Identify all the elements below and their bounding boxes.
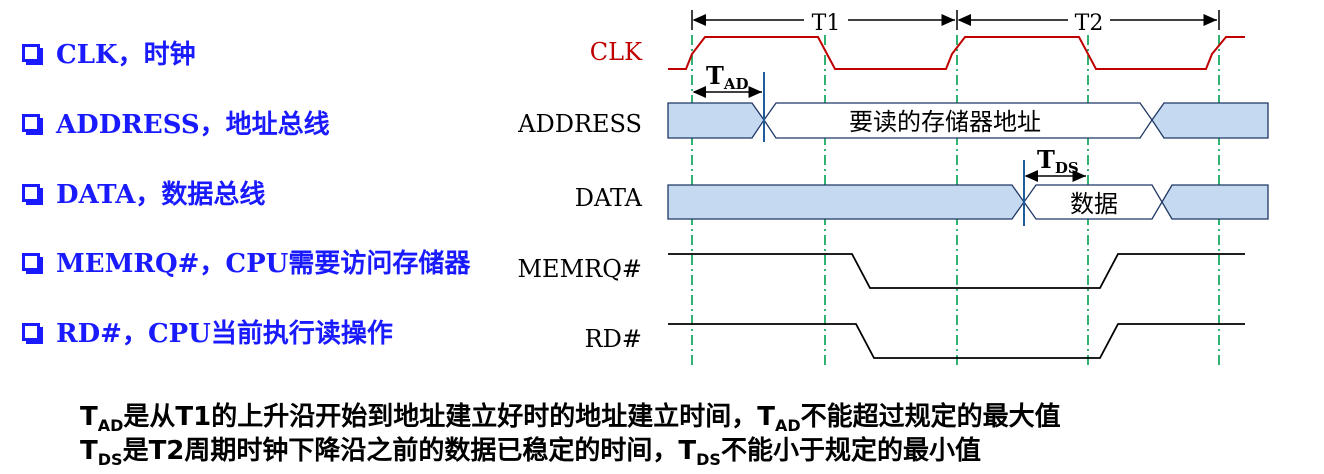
bullet-memrq-text: MEMRQ#，CPU需要访问存储器 [56,249,471,279]
tad-marker: TAD [692,61,765,142]
checkbox-icon [22,252,43,274]
bullet-address-text: ADDRESS，地址总线 [56,110,330,140]
data-invalid-2 [1161,184,1269,220]
rd-waveform [668,323,1245,359]
data-invalid-1 [667,184,1025,220]
signal-label-rd: RD# [585,325,642,353]
signal-label-memrq: MEMRQ# [517,255,642,283]
checkbox-icon [22,322,43,344]
bullet-memrq: MEMRQ#，CPU需要访问存储器 [22,243,470,280]
checkbox-icon [22,43,43,65]
period-t2: T2 [956,10,1220,36]
bullet-data: DATA，数据总线 [22,174,265,211]
tad-label: TAD [706,61,749,93]
tds-label: TDS [1037,145,1079,177]
signal-label-clk: CLK [590,38,643,66]
data-valid-text: 数据 [1070,190,1118,218]
memrq-waveform [668,253,1245,289]
bullet-address: ADDRESS，地址总线 [22,104,330,141]
bullet-clk: CLK，时钟 [22,34,196,71]
period-t1: T1 [691,10,955,36]
bullet-clk-text: CLK，时钟 [56,40,196,70]
period-t2-label: T2 [1075,11,1104,36]
address-invalid-2 [1151,102,1269,139]
address-bus: 要读的存储器地址 [667,102,1269,139]
address-invalid-1 [667,102,765,139]
clk-waveform [668,36,1245,70]
signal-label-address: ADDRESS [517,110,642,138]
checkbox-icon [22,183,43,205]
address-valid-text: 要读的存储器地址 [849,108,1041,136]
data-bus: 数据 [667,184,1269,220]
note-line-1: TAD是从T1的上升沿开始到地址建立好时的地址建立时间，TAD不能超过规定的最大… [80,402,1061,436]
bullet-rd: RD#，CPU当前执行读操作 [22,313,393,350]
bullet-rd-text: RD#，CPU当前执行读操作 [56,319,393,349]
timing-diagram: T1 T2 CLK ADDRESS DATA MEMRQ# RD# 要读的存储器… [517,10,1269,368]
note-line-2: TDS是T2周期时钟下降沿之前的数据已稳定的时间，TDS不能小于规定的最小值 [80,436,981,470]
signal-label-data: DATA [575,184,643,212]
bullet-data-text: DATA，数据总线 [56,180,266,210]
period-t1-label: T1 [812,11,841,36]
tds-marker: TDS [1023,145,1086,226]
checkbox-icon [22,113,43,135]
